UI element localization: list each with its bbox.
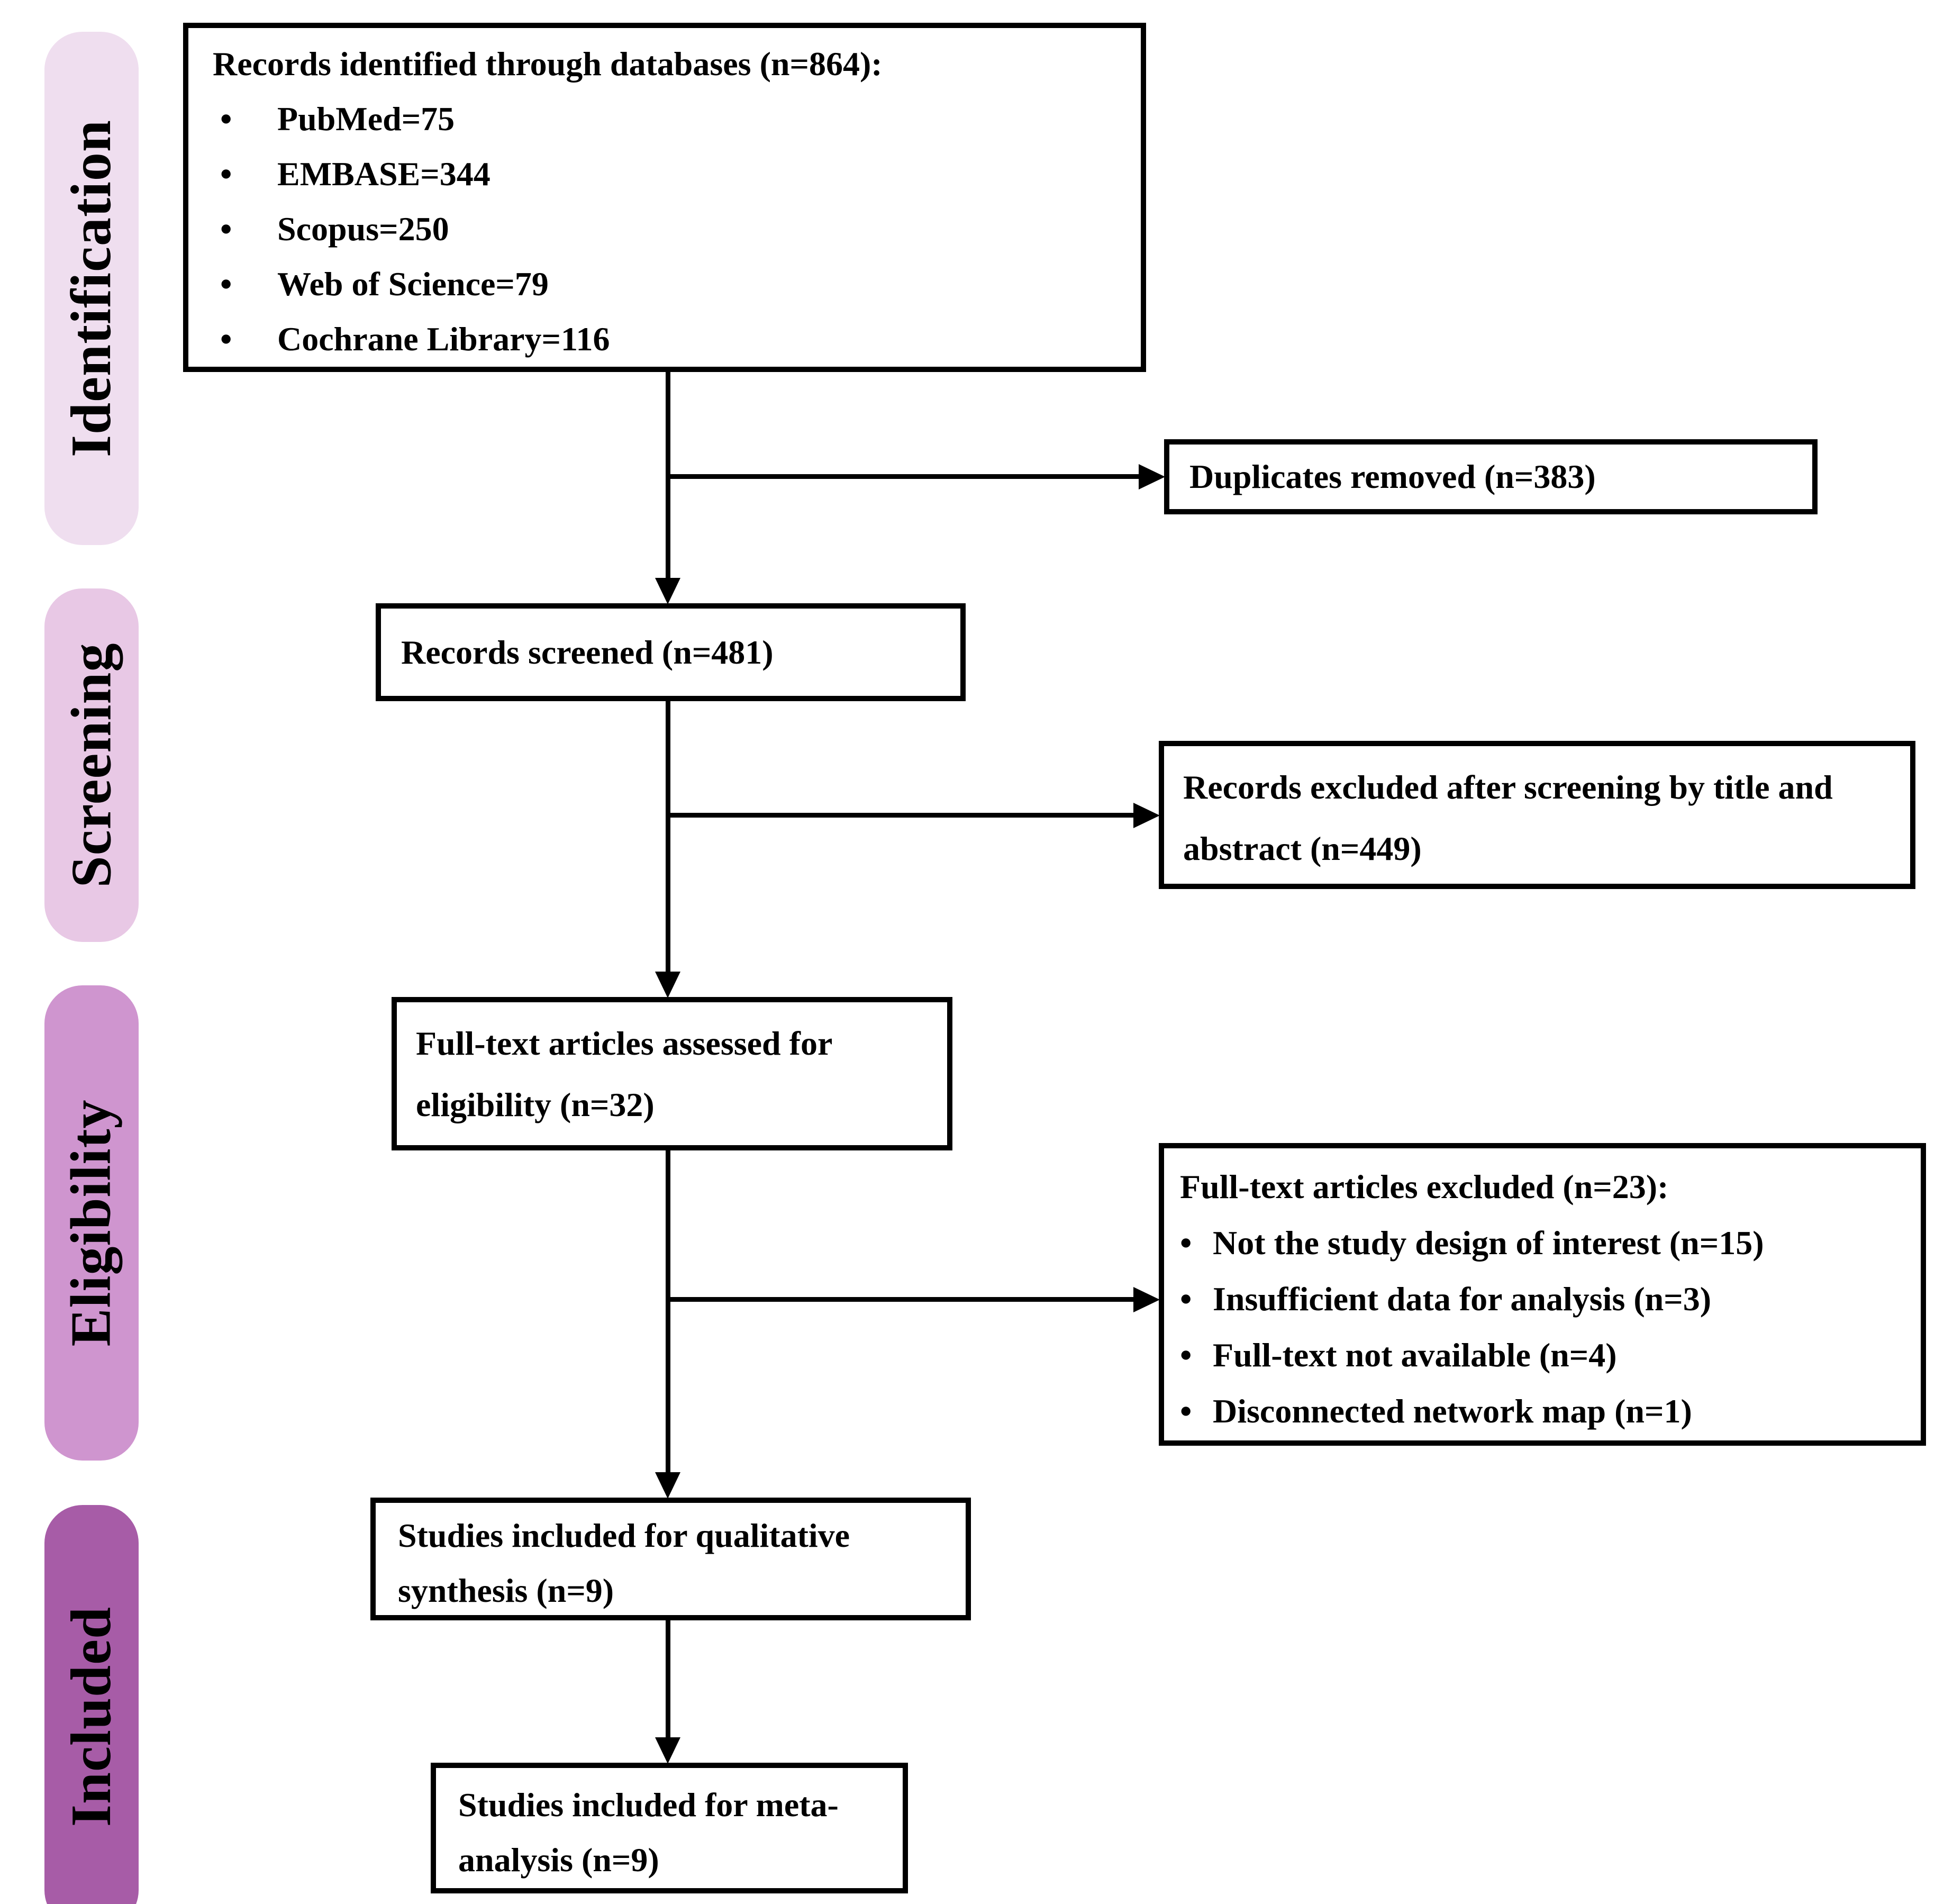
list-item: • Full-text not available (n=4): [1180, 1327, 1905, 1383]
list-item: • Not the study design of interest (n=15…: [1180, 1215, 1905, 1271]
bullet-icon: •: [220, 100, 232, 138]
bullet-icon: •: [220, 155, 232, 193]
box-records-screened-text: Records screened (n=481): [401, 633, 774, 671]
box-fulltext-assessed-text: Full-text articles assessed for eligibil…: [416, 1024, 832, 1123]
stage-identification-label: Identification: [60, 119, 123, 458]
arrowhead-down-icon: [655, 1472, 680, 1499]
exclusion-reason: Not the study design of interest (n=15): [1213, 1224, 1764, 1262]
list-item: • PubMed=75: [213, 92, 1116, 147]
box-records-screened: Records screened (n=481): [376, 603, 966, 701]
box-meta-analysis: Studies included for meta-analysis (n=9): [431, 1763, 908, 1893]
bullet-icon: •: [220, 265, 232, 303]
box-fulltext-excluded-title: Full-text articles excluded (n=23):: [1180, 1168, 1669, 1205]
stage-screening-label: Screening: [60, 642, 123, 888]
connector-screened-to-assessed: [666, 699, 670, 973]
arrowhead-right-icon: [1133, 1287, 1160, 1312]
exclusion-reason: Disconnected network map (n=1): [1213, 1392, 1692, 1430]
box-records-excluded-screening: Records excluded after screening by titl…: [1159, 741, 1915, 889]
connector-to-duplicates: [666, 474, 1140, 479]
bullet-icon: •: [1180, 1224, 1192, 1262]
stage-identification: Identification: [44, 32, 139, 545]
box-qualitative-synthesis: Studies included for qualitative synthes…: [370, 1498, 971, 1620]
list-item: • Disconnected network map (n=1): [1180, 1383, 1905, 1439]
list-item: • Cochrane Library=116: [213, 312, 1116, 367]
bullet-icon: •: [1180, 1392, 1192, 1430]
box-records-identified: Records identified through databases (n=…: [183, 23, 1146, 372]
exclusion-reason: Insufficient data for analysis (n=3): [1213, 1280, 1712, 1318]
stage-screening: Screening: [44, 588, 139, 942]
arrowhead-down-icon: [655, 972, 680, 998]
box-fulltext-excluded: Full-text articles excluded (n=23): • No…: [1159, 1143, 1926, 1446]
stage-eligibility: Eligibility: [44, 985, 139, 1461]
box-meta-analysis-text: Studies included for meta-analysis (n=9): [458, 1786, 839, 1879]
bullet-icon: •: [220, 210, 232, 248]
database-count: EMBASE=344: [277, 155, 490, 193]
box-records-excluded-screening-text: Records excluded after screening by titl…: [1183, 768, 1833, 867]
arrowhead-right-icon: [1133, 803, 1160, 828]
exclusion-reason: Full-text not available (n=4): [1213, 1336, 1617, 1374]
database-count: Cochrane Library=116: [277, 320, 610, 358]
database-count: Scopus=250: [277, 210, 449, 248]
stage-included: Included: [44, 1505, 139, 1904]
box-fulltext-assessed: Full-text articles assessed for eligibil…: [392, 997, 952, 1150]
arrowhead-down-icon: [655, 1737, 680, 1764]
database-count: PubMed=75: [277, 100, 455, 138]
bullet-icon: •: [1180, 1336, 1192, 1374]
connector-qualitative-to-meta: [666, 1618, 670, 1738]
list-item: • Insufficient data for analysis (n=3): [1180, 1271, 1905, 1327]
list-item: • Scopus=250: [213, 202, 1116, 257]
connector-to-excluded-screening: [666, 813, 1134, 818]
list-item: • EMBASE=344: [213, 147, 1116, 202]
box-duplicates-removed: Duplicates removed (n=383): [1164, 439, 1818, 514]
arrowhead-right-icon: [1139, 464, 1165, 489]
database-count: Web of Science=79: [277, 265, 549, 303]
arrowhead-down-icon: [655, 578, 680, 604]
list-item: • Web of Science=79: [213, 257, 1116, 312]
box-duplicates-removed-text: Duplicates removed (n=383): [1189, 458, 1596, 495]
stage-eligibility-label: Eligibility: [60, 1099, 123, 1347]
box-qualitative-synthesis-text: Studies included for qualitative synthes…: [398, 1517, 850, 1609]
bullet-icon: •: [220, 320, 232, 358]
bullet-icon: •: [1180, 1280, 1192, 1318]
connector-assessed-to-qualitative: [666, 1148, 670, 1473]
box-records-identified-title: Records identified through databases (n=…: [213, 45, 883, 83]
stage-included-label: Included: [60, 1606, 123, 1827]
connector-to-excluded-fulltext: [666, 1297, 1134, 1302]
